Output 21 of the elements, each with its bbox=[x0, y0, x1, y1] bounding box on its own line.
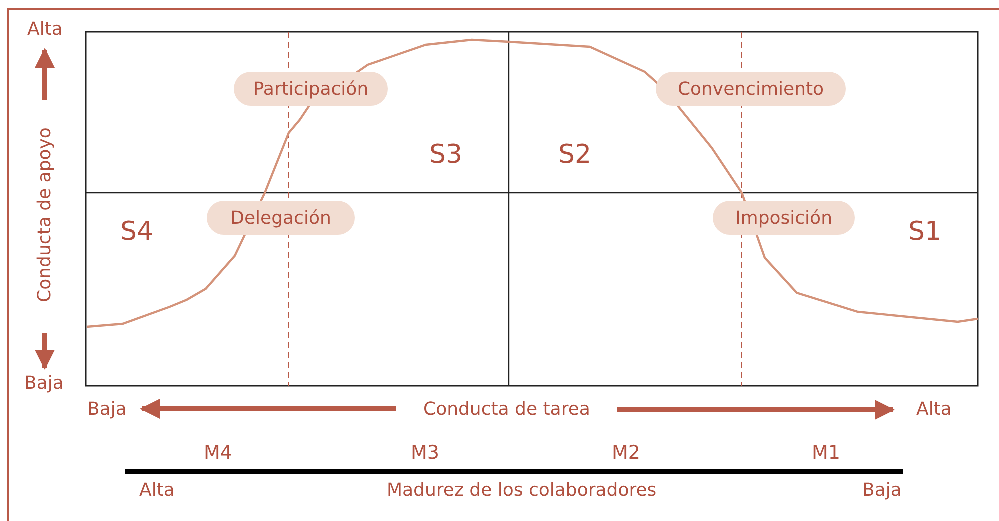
axis-end-label: Baja bbox=[24, 375, 64, 393]
quadrant-label: S3 bbox=[430, 142, 463, 168]
maturity-label: M4 bbox=[204, 444, 232, 462]
label-pill: Imposición bbox=[713, 201, 855, 235]
axis-end-label: Baja bbox=[88, 401, 127, 419]
label-pill: Participación bbox=[234, 72, 388, 106]
axis-title: Conducta de apoyo bbox=[36, 128, 54, 302]
axis-end-label: Alta bbox=[916, 401, 952, 419]
axis-end-label: Alta bbox=[140, 482, 175, 500]
label-pill: Delegación bbox=[207, 201, 355, 235]
axis-end-label: Baja bbox=[862, 482, 902, 500]
axis-end-label: Alta bbox=[28, 21, 63, 39]
quadrant-label: S2 bbox=[558, 142, 592, 168]
quadrant-label: S1 bbox=[908, 219, 942, 245]
quadrant-label: S4 bbox=[120, 219, 154, 245]
maturity-label: M3 bbox=[411, 444, 440, 462]
axis-title: Conducta de tarea bbox=[424, 401, 590, 419]
maturity-label: M2 bbox=[612, 444, 640, 462]
label-pill: Convencimiento bbox=[656, 72, 846, 106]
axis-title: Madurez de los colaboradores bbox=[387, 482, 657, 500]
maturity-label: M1 bbox=[812, 444, 840, 462]
